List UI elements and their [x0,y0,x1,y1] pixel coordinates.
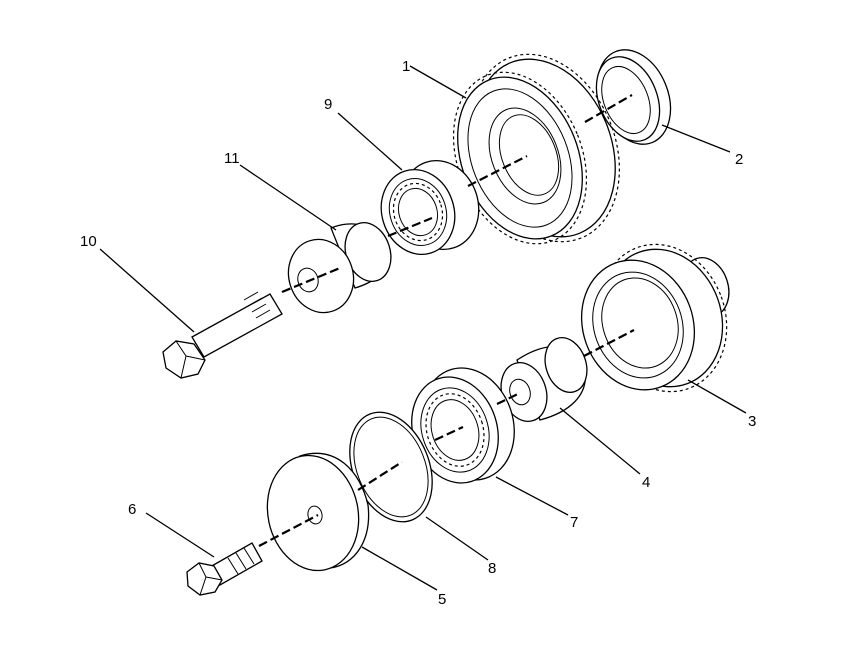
part-11-spacer [287,222,392,314]
part-6-bolt [186,542,263,596]
callout-10: 10 [80,233,97,250]
part-4-sleeve [500,337,588,422]
callout-7: 7 [570,514,578,531]
part-3-gear [580,243,730,393]
part-10-bolt [162,291,283,379]
callout-labels: 1 2 3 4 5 6 7 8 9 10 11 [80,58,756,608]
part-2-washer [595,49,672,145]
callout-1: 1 [402,58,410,75]
part-9-bearing [380,159,480,256]
callout-5: 5 [438,591,446,608]
callout-11: 11 [224,150,240,167]
callout-4: 4 [642,474,650,491]
callout-2: 2 [735,151,743,168]
callout-8: 8 [488,560,496,577]
part-5-cap [266,452,370,572]
part-8-ring [349,411,433,523]
callout-9: 9 [324,96,332,113]
assembly-axis-lines [258,94,635,547]
callout-6: 6 [128,501,136,518]
callout-3: 3 [748,413,756,430]
leader-lines [99,65,747,591]
part-7-bearing [411,367,515,484]
